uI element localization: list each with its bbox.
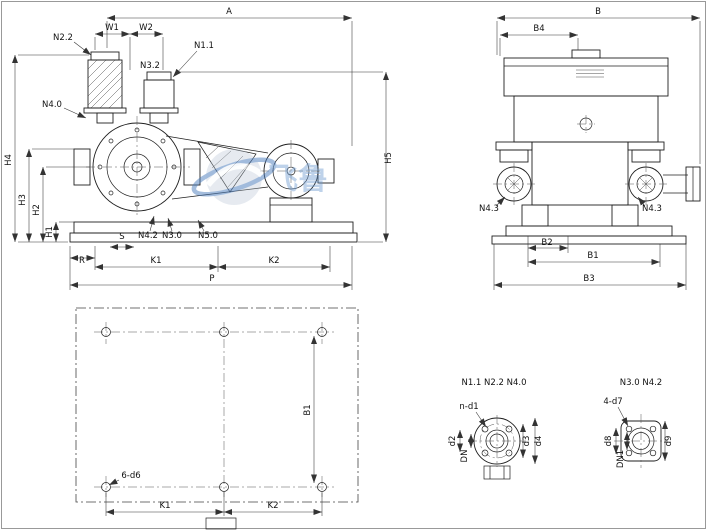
dim-label-b2: B2	[541, 238, 552, 248]
flange-detail-1: N1.1 N2.2 N4.0 n-d1 d2 DN d3 d4	[448, 378, 544, 480]
dim-label-p: P	[209, 274, 214, 284]
detail-box	[205, 517, 237, 530]
side-view-dimensions: B B4 B2 B1 B3	[493, 7, 701, 290]
dim-label-k2-plan: K2	[268, 501, 279, 511]
foundation-plan-view: B1 6-d6 K1 K2	[75, 307, 359, 530]
dim-label-h3: H3	[18, 194, 28, 206]
nozzle-label-n2-2: N2.2	[53, 33, 73, 43]
flange1-title: N1.1 N2.2 N4.0	[461, 378, 526, 388]
dim-label-w1: W1	[105, 23, 119, 33]
dim-label-d4: d4	[534, 436, 544, 447]
flange2-holes-label: 4-d7	[603, 397, 622, 407]
nozzle-label-n4-3-left: N4.3	[479, 204, 499, 214]
front-view: A W1 W2 H4 H3 H2 H1 H5	[4, 7, 394, 290]
dim-label-a: A	[226, 7, 232, 17]
dim-label-h1: H1	[45, 226, 55, 238]
dim-label-d3: d3	[522, 436, 532, 447]
dim-label-b1-side: B1	[587, 251, 598, 261]
dim-label-dn: DN	[460, 450, 470, 463]
dim-label-k2: K2	[269, 256, 280, 266]
front-view-nozzle-labels: N2.2 N4.0 N3.2 N1.1 N4.2 N3.0 N5.0	[42, 33, 218, 241]
nozzle-label-n3-2: N3.2	[140, 61, 160, 71]
dim-label-h2: H2	[32, 204, 42, 216]
flange1-holes-label: n-d1	[459, 402, 478, 412]
watermark-text: 飞鲁	[268, 162, 328, 197]
nozzle-label-n4-3-right: N4.3	[642, 204, 662, 214]
side-view: B B4 B2 B1 B3 N4.3 N4.3	[479, 7, 701, 290]
dim-label-dn1: DN1	[616, 450, 626, 468]
dim-label-b: B	[595, 7, 601, 17]
side-view-machine	[491, 49, 701, 245]
flange-detail-2: N3.0 N4.2 4-d7 d8 DN1 d9	[603, 378, 674, 468]
dim-label-h5: H5	[384, 152, 394, 164]
nozzle-label-n4-0: N4.0	[42, 100, 62, 110]
dim-label-k1-plan: K1	[160, 501, 171, 511]
watermark-logo: 飞鲁	[191, 149, 328, 205]
nozzle-label-n4-2: N4.2	[138, 231, 158, 241]
dim-label-d8: d8	[604, 436, 614, 447]
dim-label-d2: d2	[448, 436, 458, 447]
nozzle-label-n3-0: N3.0	[162, 231, 182, 241]
front-view-dimensions: A W1 W2 H4 H3 H2 H1 H5	[4, 7, 394, 290]
dim-label-w2: W2	[139, 23, 153, 33]
nozzle-label-n5-0: N5.0	[198, 231, 218, 241]
dim-label-b1-plan: B1	[303, 404, 313, 415]
side-view-nozzle-labels: N4.3 N4.3	[479, 196, 662, 214]
dim-label-r: R	[79, 256, 85, 266]
holes-label-6-d6: 6-d6	[121, 471, 140, 481]
dim-label-b3: B3	[583, 274, 594, 284]
dim-label-s: S	[119, 232, 124, 242]
dim-label-b4: B4	[533, 24, 544, 34]
flange2-title: N3.0 N4.2	[620, 378, 662, 388]
dim-label-d9: d9	[664, 436, 674, 447]
dim-label-k1: K1	[151, 256, 162, 266]
nozzle-label-n1-1: N1.1	[194, 41, 214, 51]
dim-label-h4: H4	[4, 154, 14, 166]
